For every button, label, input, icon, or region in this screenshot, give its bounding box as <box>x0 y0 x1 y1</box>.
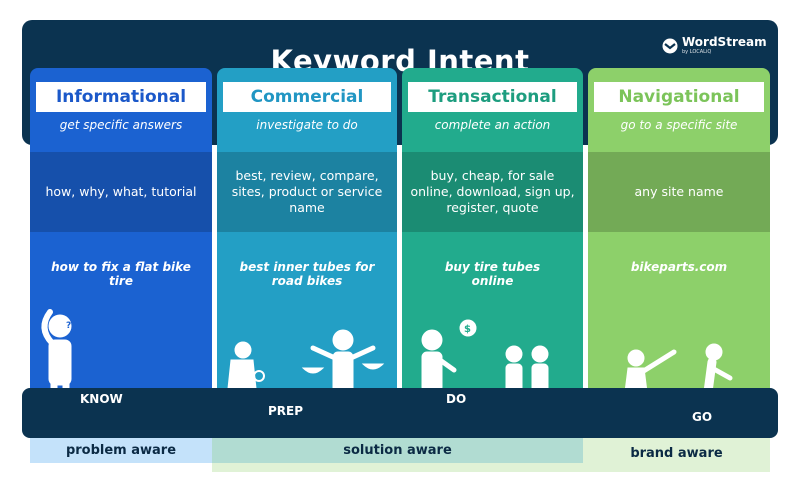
column-modifiers: buy, cheap, for sale online, download, s… <box>402 152 583 232</box>
column-example: how to fix a flat bike tire <box>51 260 191 288</box>
column-tagline: investigate to do <box>256 118 358 132</box>
column-modifiers: any site name <box>588 152 770 232</box>
column-tagline: go to a specific site <box>620 118 738 132</box>
column-example: bikeparts.com <box>630 260 728 274</box>
stage-label: GO <box>692 410 713 424</box>
column-example: best inner tubes for road bikes <box>239 260 375 288</box>
column-title: Transactional <box>408 82 577 112</box>
column-title: Commercial <box>223 82 391 112</box>
stage-label: DO <box>446 392 467 406</box>
column-tagline: get specific answers <box>59 118 183 132</box>
column-navigational: Navigational go to a specific site any s… <box>588 68 770 418</box>
logo-text-group: WordStream by LOCALiQ <box>682 36 767 55</box>
stage-label: PREP <box>268 404 304 418</box>
solution-aware-band <box>212 438 583 463</box>
problem-aware-label: problem aware <box>65 443 177 458</box>
column-title: Navigational <box>594 82 764 112</box>
column-title: Informational <box>36 82 206 112</box>
brand-aware-label: brand aware <box>630 446 723 461</box>
column-modifiers: best, review, compare, sites, product or… <box>217 152 397 232</box>
column-commercial: Commercial investigate to do best, revie… <box>217 68 397 418</box>
column-tagline: complete an action <box>434 118 551 132</box>
stage-band <box>22 388 778 438</box>
column-example: buy tire tubes online <box>444 260 541 288</box>
logo-text: WordStream <box>682 35 767 49</box>
column-transactional: Transactional complete an action buy, ch… <box>402 68 583 418</box>
svg-text:$: $ <box>464 324 471 335</box>
wordstream-logo: WordStream by LOCALiQ <box>662 36 767 55</box>
column-informational: Informational get specific answers how, … <box>30 68 212 418</box>
wordstream-icon <box>662 38 678 53</box>
solution-aware-label: solution aware <box>343 443 452 458</box>
stage-label: KNOW <box>80 392 123 406</box>
svg-text:?: ? <box>66 321 71 331</box>
problem-aware-band <box>30 438 212 463</box>
logo-subtext: by LOCALiQ <box>682 49 712 55</box>
column-modifiers: how, why, what, tutorial <box>30 152 212 232</box>
